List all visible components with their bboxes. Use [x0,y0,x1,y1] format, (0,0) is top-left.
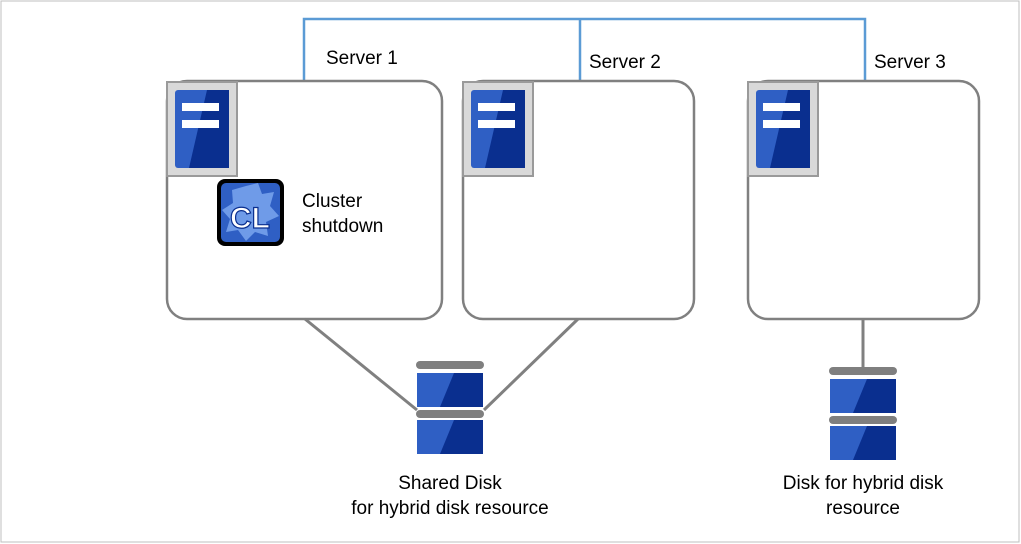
server-2-label: Server 2 [589,52,661,73]
shared-disk-caption-line2: for hybrid disk resource [351,498,549,519]
server2-to-shared-disk-line [482,317,580,412]
server-2-icon [462,81,534,177]
cluster-icon-text: CL [230,202,270,235]
hybrid-disk-caption-line1: Disk for hybrid disk [782,473,944,494]
server-3-icon [747,81,819,177]
shared-disk-icon [416,361,484,454]
hybrid-disk-icon [829,367,897,460]
shared-disk-caption-line1: Shared Disk [398,473,502,494]
cluster-caption-line2: shutdown [302,216,384,237]
server-3-label: Server 3 [874,52,946,73]
server-1-label: Server 1 [326,48,398,69]
hybrid-disk-caption-line2: resource [826,498,900,519]
server-1-icon [166,81,238,177]
cluster-shutdown-icon: CL [217,179,284,246]
server1-to-shared-disk-line [304,317,418,412]
network-line [302,17,867,80]
cluster-caption-line1: Cluster [302,191,363,212]
